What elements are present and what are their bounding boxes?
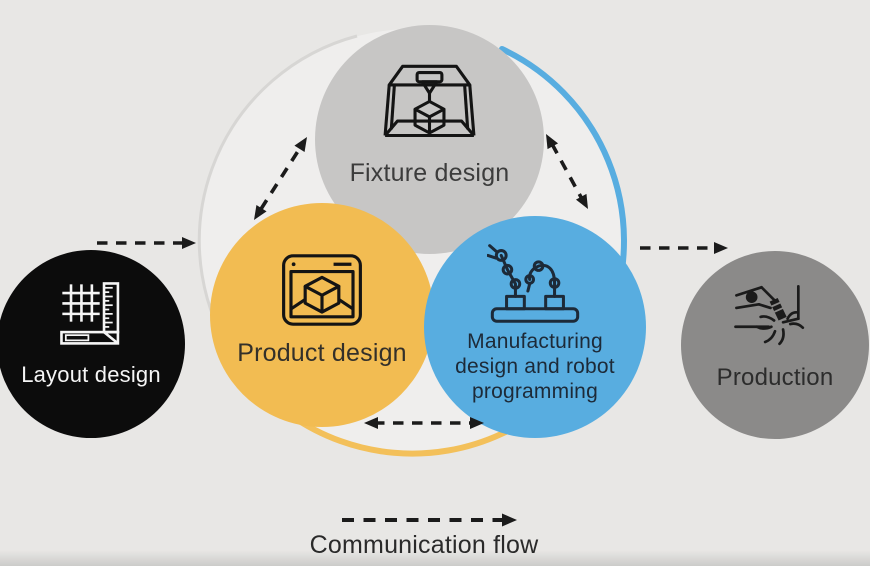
legend-label: Communication flow: [309, 531, 539, 559]
node-production: Production: [681, 251, 869, 439]
bottom-vignette: [0, 550, 870, 566]
arrow-fixture-manufacturing: [546, 134, 588, 209]
robot-arms-icon: [487, 244, 580, 323]
communication-flow-arrow: [342, 513, 517, 527]
arrow-product-manufacturing: [364, 417, 484, 429]
node-layout-design: Layout design: [0, 250, 185, 438]
node-label: Product design: [237, 339, 407, 367]
node-manufacturing-design: Manufacturing design and robot programmi…: [424, 216, 646, 438]
arrow-layout-to-loop: [97, 237, 196, 249]
node-label: Production: [716, 364, 834, 391]
arrow-manufacturing-to-production: [640, 242, 728, 254]
grid-ruler-icon: [60, 282, 120, 345]
node-product-design: Product design: [210, 203, 434, 427]
node-label: Manufacturing design and robot programmi…: [455, 330, 615, 403]
node-label: Layout design: [21, 362, 161, 387]
3d-printer-icon: [383, 64, 476, 138]
welding-torch-icon: [734, 285, 805, 346]
cad-window-icon: [282, 254, 362, 326]
legend: Communication flow: [274, 531, 574, 560]
node-label: Fixture design: [349, 159, 510, 187]
